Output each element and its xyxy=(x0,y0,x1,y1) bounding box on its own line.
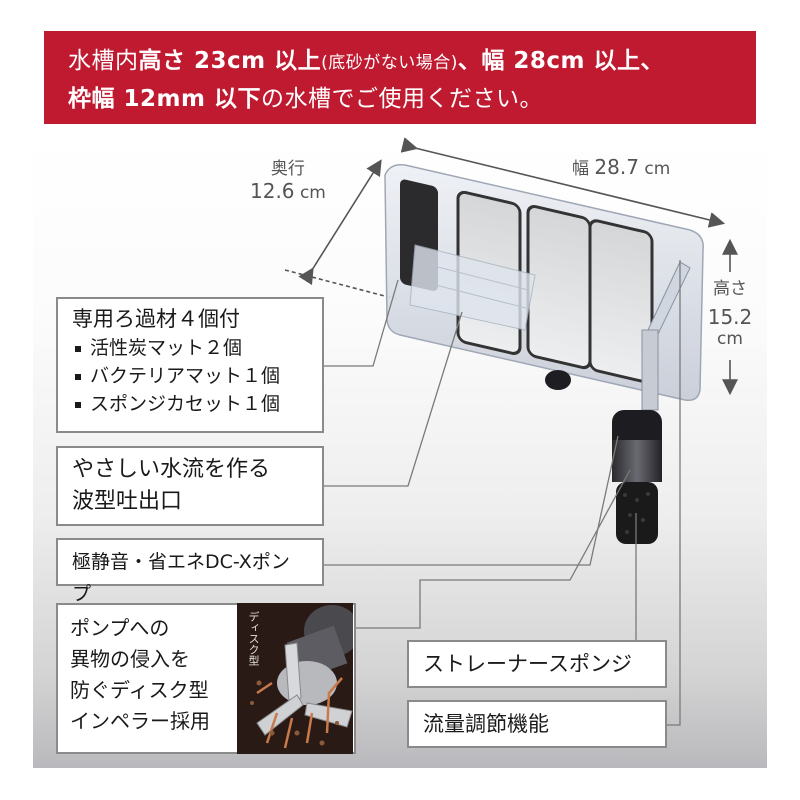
flow-control-label: 流量調節機能 xyxy=(423,712,549,736)
banner-height-requirement: 高さ 23cm 以上 xyxy=(138,48,322,74)
height-value: 15.2 xyxy=(707,305,753,329)
depth-unit: cm xyxy=(299,183,326,203)
pump-unit xyxy=(612,410,662,544)
depth-label: 奥行 xyxy=(270,159,305,179)
dimension-arrows xyxy=(284,137,738,396)
height-label: 高さ xyxy=(713,279,747,299)
impeller-line: ポンプへの xyxy=(70,616,170,640)
banner-text: 、 xyxy=(457,48,482,74)
banner-line-1: 水槽内高さ 23cm 以上(底砂がない場合)、幅 28cm 以上、 xyxy=(68,43,756,81)
width-dimension: 幅 28.7 cm xyxy=(572,156,670,180)
wave-outlet-callout: やさしい水流を作る 波型吐出口 xyxy=(56,446,324,526)
strainer-label: ストレーナースポンジ xyxy=(423,652,632,676)
tank-requirements-banner: 水槽内高さ 23cm 以上(底砂がない場合)、幅 28cm 以上、 枠幅 12m… xyxy=(44,31,756,124)
width-value: 28.7 xyxy=(594,155,639,179)
banner-frame-requirement: 枠幅 12mm 以下 xyxy=(68,86,261,112)
filter-media-list: 活性炭マット２個 バクテリアマット１個 スポンジカセット１個 xyxy=(72,334,308,418)
height-unit: cm xyxy=(717,329,743,349)
depth-value: 12.6 xyxy=(250,179,295,203)
filter-media-callout: 専用ろ過材４個付 活性炭マット２個 バクテリアマット１個 スポンジカセット１個 xyxy=(56,297,324,433)
impeller-image-caption: ディスク型 xyxy=(247,611,260,666)
filter-media-item: 活性炭マット２個 xyxy=(72,334,308,362)
pump-label: 極静音・省エネDC-Xポンプ xyxy=(72,551,290,605)
banner-note: (底砂がない場合) xyxy=(321,53,458,73)
banner-text: 水槽内 xyxy=(68,48,139,74)
width-unit: cm xyxy=(644,159,671,179)
filter-media-item: スポンジカセット１個 xyxy=(72,390,308,418)
banner-text: の水槽でご使用ください。 xyxy=(260,86,543,112)
banner-line-2: 枠幅 12mm 以下の水槽でご使用ください。 xyxy=(68,81,756,117)
strainer-sponge-callout: ストレーナースポンジ xyxy=(407,640,667,688)
impeller-line: インペラー採用 xyxy=(70,709,210,733)
flow-control-callout: 流量調節機能 xyxy=(407,700,667,748)
outlet-line-2: 波型吐出口 xyxy=(72,489,183,514)
width-label: 幅 xyxy=(572,159,589,179)
banner-text: 、 xyxy=(640,48,665,74)
outlet-line-1: やさしい水流を作る xyxy=(72,457,271,482)
filter-body xyxy=(384,163,704,411)
height-dimension: 高さ 15.2 cm xyxy=(704,278,756,350)
pump-callout: 極静音・省エネDC-Xポンプ xyxy=(56,538,324,605)
impeller-line: 防ぐディスク型 xyxy=(70,678,209,702)
impeller-image: ディスク型 xyxy=(237,603,353,754)
filter-media-item: バクテリアマット１個 xyxy=(72,362,308,390)
banner-width-requirement: 幅 28cm 以上 xyxy=(481,48,641,74)
filter-media-title: 専用ろ過材４個付 xyxy=(72,307,240,331)
impeller-line: 異物の侵入を xyxy=(70,647,190,671)
depth-dimension: 奥行 12.6 cm xyxy=(250,158,326,204)
impeller-illustration xyxy=(250,605,353,749)
